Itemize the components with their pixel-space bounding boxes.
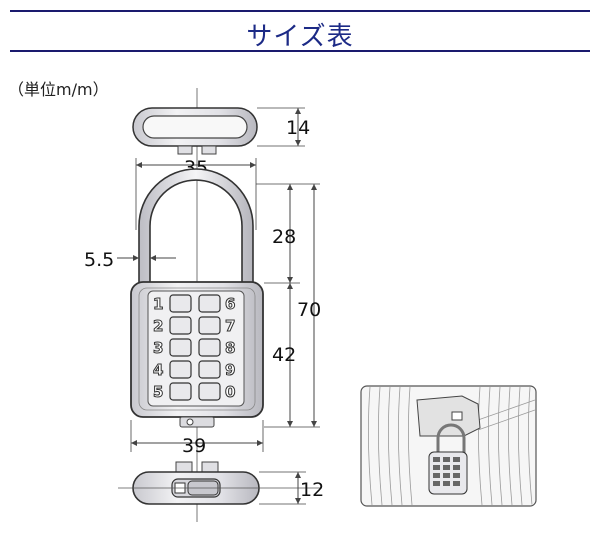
- key-digit: 4: [153, 361, 163, 379]
- key-digit: 7: [225, 317, 235, 335]
- dim-height-group: 28 42 70: [256, 183, 321, 428]
- header-rule-top: [10, 10, 590, 12]
- keypad-left-column: 1 2 3 4 5: [153, 295, 164, 402]
- header: サイズ表: [10, 10, 590, 52]
- key-digit: 0: [225, 383, 235, 401]
- key-digit: 6: [225, 295, 235, 313]
- key-digit: 2: [153, 317, 163, 335]
- lock-body: [130, 281, 264, 428]
- key-digit: 5: [153, 383, 163, 401]
- dim-body-depth: 12: [300, 479, 324, 501]
- usage-photo: [360, 385, 537, 507]
- dim-body-width-group: 39: [130, 420, 264, 457]
- key-digit: 8: [225, 339, 235, 357]
- dim-top-depth: 14: [286, 117, 310, 139]
- unit-label: （単位m/m）: [8, 80, 109, 99]
- dim-shackle-height: 28: [272, 226, 296, 248]
- dim-shackle-diameter: 5.5: [84, 249, 114, 271]
- bottom-view: 12: [118, 461, 324, 505]
- dim-shackle-diameter-group: 5.5: [84, 249, 176, 271]
- key-digit: 3: [153, 339, 163, 357]
- key-digit: 9: [225, 361, 235, 379]
- dim-total-height: 70: [297, 299, 321, 321]
- shackle: [138, 168, 254, 291]
- key-digit: 1: [153, 295, 163, 313]
- dim-body-height: 42: [272, 344, 296, 366]
- keypad: 1 2 3 4 5 6 7 8 9 0: [153, 294, 236, 402]
- dim-body-width: 39: [182, 435, 206, 457]
- key-buttons-right: [198, 294, 221, 401]
- key-buttons-left: [169, 294, 192, 401]
- keypad-right-column: 6 7 8 9 0: [225, 295, 236, 402]
- header-rule-bottom: [10, 50, 590, 52]
- top-view: 14: [132, 107, 310, 155]
- page-title: サイズ表: [246, 22, 354, 52]
